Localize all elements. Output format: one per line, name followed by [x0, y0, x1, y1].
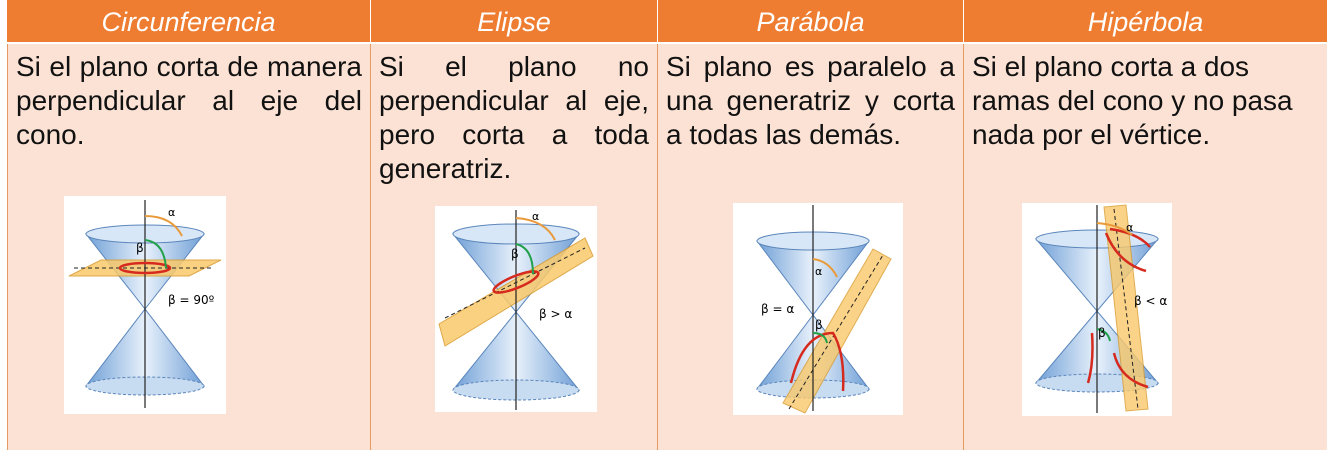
cone-parabola-diagram: α β β = α: [755, 205, 892, 414]
alpha-label: α: [815, 265, 822, 278]
description-elipse: Si el plano no perpendicular al eje, per…: [379, 51, 649, 184]
description-parabola: Si plano es paralelo a una generatriz y …: [666, 51, 955, 150]
header-parabola: Parábola: [657, 0, 963, 44]
header-circunferencia: Circunferencia: [7, 0, 370, 44]
relation-label: β = α: [761, 302, 794, 316]
beta-label: β: [136, 241, 144, 255]
cell-circunferencia: Si el plano corta de manera perpendicula…: [7, 44, 370, 450]
conic-sections-table: Circunferencia Elipse Parábola Hipérbola…: [7, 0, 1327, 450]
description-hiperbola: Si el plano corta a dos ramas del cono y…: [972, 51, 1293, 150]
relation-label: β < α: [1134, 294, 1167, 308]
cone-hyperbola-diagram: α β β < α: [1034, 204, 1167, 413]
cone-ellipse-diagram: α β β > α: [438, 210, 594, 410]
cone-circle-diagram: α β β = 90º: [68, 200, 222, 408]
beta-label: β: [511, 247, 519, 261]
alpha-label: α: [532, 210, 539, 223]
beta-label: β: [1098, 326, 1106, 340]
figure-hiperbola: α β β < α: [1022, 203, 1172, 416]
cell-hiperbola: Si el plano corta a dos ramas del cono y…: [963, 44, 1327, 450]
cell-parabola: Si plano es paralelo a una generatriz y …: [657, 44, 963, 450]
relation-label: β = 90º: [168, 293, 215, 307]
alpha-label: α: [168, 206, 175, 219]
header-hiperbola: Hipérbola: [963, 0, 1327, 44]
header-elipse: Elipse: [370, 0, 657, 44]
cell-elipse: Si el plano no perpendicular al eje, per…: [370, 44, 657, 450]
description-circunferencia: Si el plano corta de manera perpendicula…: [16, 51, 362, 150]
relation-label: β > α: [539, 307, 572, 321]
figure-elipse: α β β > α: [435, 206, 597, 412]
beta-label: β: [815, 318, 823, 332]
figure-parabola: α β β = α: [733, 203, 903, 415]
figure-circunferencia: α β β = 90º: [64, 196, 226, 414]
alpha-label: α: [1126, 221, 1133, 234]
